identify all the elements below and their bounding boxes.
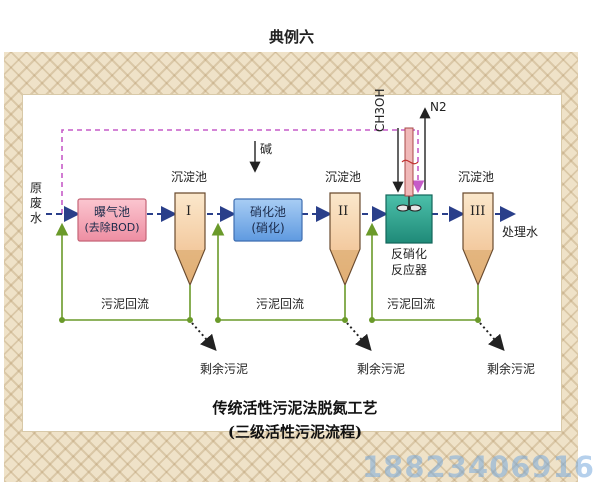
treated-water-label: 处理水 [502, 225, 539, 239]
methanol-label: CH3OH [373, 88, 387, 132]
denitrification-reactor-label: 反硝化 反应器 [381, 246, 437, 278]
settler-3-numeral: III [470, 204, 486, 219]
settler-1-title: 沉淀池 [171, 170, 208, 184]
aeration-tank [77, 198, 147, 242]
settler-2-numeral: II [338, 204, 349, 219]
settler-3-title: 沉淀池 [458, 170, 495, 184]
sludge-recycle-lines [55, 222, 479, 321]
diagram-caption-title: 传统活性污泥法脱氮工艺 [212, 399, 378, 417]
recycle-label-3: 污泥回流 [387, 297, 436, 311]
reactor-name-line-1: 反硝化 [390, 247, 427, 261]
diagram-caption-subtitle: (三级活性污泥流程) [227, 423, 363, 441]
excess-sludge-arrows [191, 322, 505, 352]
aeration-tank-name: 曝气池 [93, 205, 130, 219]
nitrification-tank-purpose: (硝化) [251, 221, 285, 235]
raw-water-label: 原废水 [30, 181, 43, 225]
sludge-junction-dots [59, 317, 481, 323]
excess-sludge-label-3: 剩余污泥 [487, 362, 536, 376]
alkali-label: 碱 [260, 142, 273, 156]
recycle-label-1: 污泥回流 [101, 297, 150, 311]
page-title: 典例六 [268, 28, 314, 46]
nitrogen-label: N2 [430, 100, 447, 114]
nitrification-tank [233, 198, 303, 242]
phone-watermark: 18823406916 [362, 450, 595, 484]
n2-vent-pipe [401, 127, 419, 197]
reactor-name-line-2: 反应器 [390, 263, 427, 277]
nitrification-tank-name: 硝化池 [249, 205, 286, 219]
recycle-label-2: 污泥回流 [256, 297, 305, 311]
excess-sludge-label-1: 剩余污泥 [200, 362, 249, 376]
settler-2 [329, 192, 361, 287]
settler-1-numeral: I [186, 204, 192, 219]
aeration-tank-purpose: (去除BOD) [84, 221, 140, 234]
nitrification-tank-label: 硝化池 (硝化) [234, 204, 302, 236]
process-diagram [46, 107, 516, 352]
settler-1 [174, 192, 206, 287]
excess-sludge-label-2: 剩余污泥 [357, 362, 406, 376]
settler-2-title: 沉淀池 [325, 170, 362, 184]
bypass-line [61, 129, 425, 214]
aeration-tank-label: 曝气池 (去除BOD) [78, 204, 146, 236]
settler-3 [462, 192, 494, 287]
